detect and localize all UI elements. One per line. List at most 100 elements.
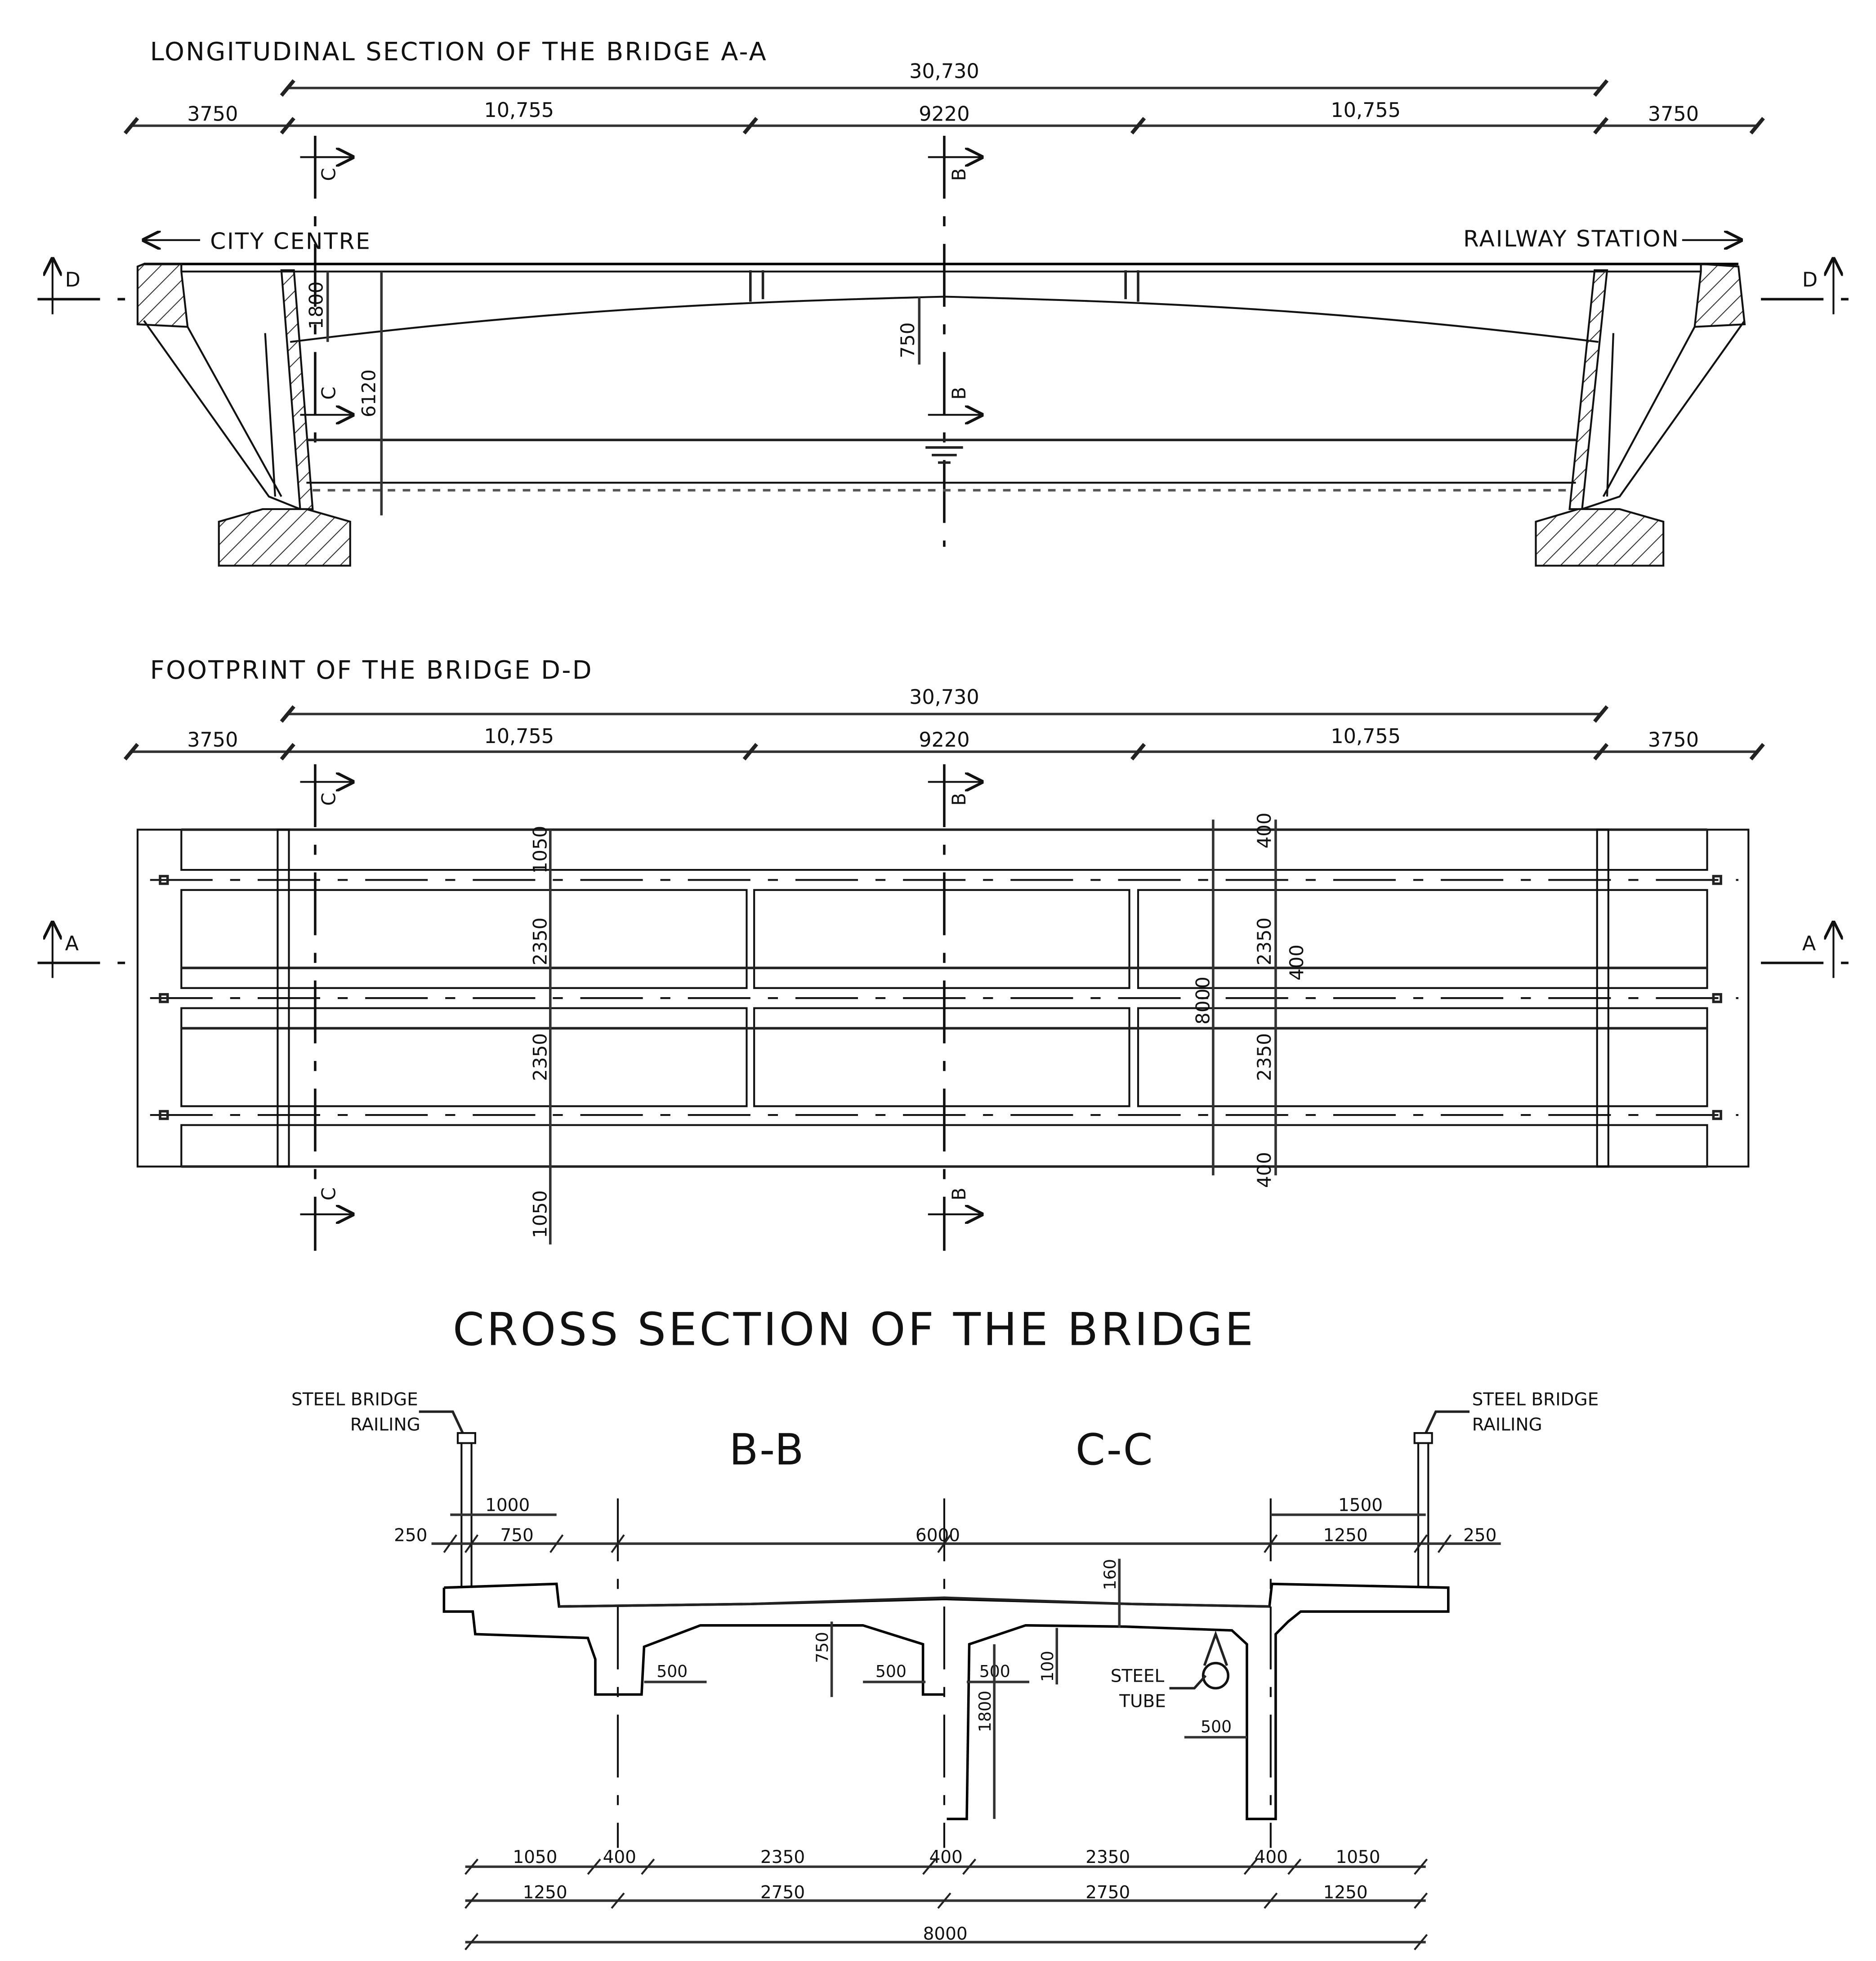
deck-surface-line [559, 1596, 1270, 1608]
cut-label-b-top: B [948, 168, 970, 181]
cross-bottom-2750-right: 2750 [1085, 1882, 1130, 1903]
foot-dim-400-mid: 400 [1286, 945, 1308, 980]
label-city-centre: CITY CENTRE [210, 228, 371, 254]
label-section-cc: C-C [1076, 1425, 1154, 1475]
cut-label-d-left: D [65, 268, 80, 291]
foot-dim-1050-bottom: 1050 [529, 1190, 551, 1238]
foundation-left [218, 508, 351, 567]
railing-right-leader [1425, 1410, 1470, 1434]
dim-span-left: 10,755 [484, 98, 554, 122]
cross-dim-250-right: 250 [1463, 1525, 1496, 1545]
foot-dim-total: 30,730 [909, 685, 979, 709]
cross-dim-ticks-top [443, 1534, 1452, 1553]
railing-left-line2: RAILING [350, 1415, 420, 1435]
dim-tick [1130, 117, 1146, 134]
dim-tick [1593, 79, 1609, 97]
railing-left-line1: STEEL BRIDGE [291, 1390, 418, 1410]
foot-cut-label-b-bottom: B [948, 1187, 970, 1200]
foot-cut-label-c-bottom: C [317, 1187, 339, 1200]
railing-left-cap [456, 1432, 476, 1444]
pier-left-hatch [280, 269, 314, 510]
cut-label-c-top: C [317, 168, 339, 181]
steel-tube-hanger [1203, 1630, 1228, 1666]
longitudinal-section: LONGITUDINAL SECTION OF THE BRIDGE A-A 3… [37, 37, 1849, 567]
dim-750: 750 [897, 322, 919, 358]
railing-right-line2: RAILING [1472, 1415, 1542, 1435]
cross-bottom-400-b: 400 [929, 1847, 963, 1867]
foot-dim-400-bottom: 400 [1253, 1152, 1275, 1188]
railing-left-leader [419, 1410, 464, 1434]
railing-right-cap [1413, 1432, 1433, 1444]
tube-leader [1169, 1674, 1207, 1690]
cross-bottom-1250-right: 1250 [1323, 1882, 1368, 1903]
cross-dim-1000: 1000 [485, 1495, 530, 1515]
bearing [159, 1110, 169, 1120]
railing-right-line1: STEEL BRIDGE [1472, 1390, 1599, 1410]
cut-label-b-bottom: B [948, 387, 970, 400]
dim-tick [1593, 705, 1609, 723]
footprint-title: FOOTPRINT OF THE BRIDGE D-D [150, 656, 593, 685]
abutment-right-top [1693, 263, 1746, 328]
foundation-right [1535, 508, 1665, 567]
tube-label-line2: TUBE [1119, 1691, 1166, 1711]
dim-tick [1749, 117, 1765, 134]
dim-tick [1749, 743, 1765, 761]
panel-bottom-mid [753, 1007, 1130, 1107]
cross-bottom-1250-left: 1250 [523, 1882, 567, 1903]
foot-dim-end-right: 3750 [1648, 728, 1699, 752]
cross-bottom-2750-left: 2750 [760, 1882, 805, 1903]
cross-section-right-half [444, 1582, 1450, 1820]
dim-tick [1130, 743, 1146, 761]
deck-joints [749, 270, 1139, 302]
strut-left [143, 320, 301, 510]
cross-dim-ticks-bottom-1 [465, 1858, 1428, 1875]
cross-dim-ticks-total [465, 1934, 1428, 1951]
dim-tick [123, 743, 139, 761]
cut-label-c-bottom: C [317, 386, 339, 399]
cross-bottom-1050-right: 1050 [1336, 1847, 1380, 1867]
strut-right [1581, 320, 1746, 510]
cross-dim-6000: 6000 [916, 1525, 960, 1545]
cross-dim-750-web: 750 [813, 1632, 832, 1663]
dim-tick [280, 79, 295, 97]
dim-tick [280, 117, 295, 134]
cross-title: CROSS SECTION OF THE BRIDGE [453, 1303, 1256, 1356]
label-railway-station: RAILWAY STATION [1463, 225, 1679, 252]
dim-1800: 1800 [305, 282, 327, 330]
cross-dim-1250-top: 1250 [1323, 1525, 1368, 1545]
cross-dim-500-b: 500 [875, 1661, 907, 1681]
cross-dim-250-left: 250 [394, 1525, 427, 1545]
bearing [159, 875, 169, 885]
footprint-plan: FOOTPRINT OF THE BRIDGE D-D 30,730 3750 … [37, 656, 1849, 1251]
cross-section: CROSS SECTION OF THE BRIDGE B-B C-C STEE… [291, 1303, 1599, 1951]
pier-right-hatch [1568, 269, 1608, 510]
foot-dim-2350-b: 2350 [529, 1033, 551, 1081]
foot-dim-400-top: 400 [1253, 813, 1275, 849]
cross-beam-left [277, 828, 290, 1168]
dim-tick [280, 705, 295, 723]
cross-bottom-400-c: 400 [1255, 1847, 1288, 1867]
foot-dim-2350-c: 2350 [1253, 918, 1275, 966]
steel-tube-icon [1202, 1661, 1230, 1690]
foot-dim-span-mid: 9220 [919, 728, 969, 752]
panel-top-right [1137, 889, 1708, 989]
cross-bottom-2350-left: 2350 [760, 1847, 805, 1867]
dim-tick [1593, 117, 1609, 134]
foot-cut-label-c-top: C [317, 792, 339, 806]
cross-dim-160: 160 [1100, 1559, 1120, 1590]
cross-dim-100: 100 [1038, 1651, 1057, 1682]
dim-6120: 6120 [357, 369, 380, 417]
cut-label-a-right: A [1802, 932, 1816, 955]
foot-dim-span-right: 10,755 [1331, 725, 1401, 748]
cross-beam-right [1596, 828, 1609, 1168]
foot-dim-8000: 8000 [1192, 976, 1214, 1025]
cut-label-a-left: A [65, 932, 79, 955]
foot-dim-1050-top: 1050 [529, 826, 551, 874]
foot-dim-2350-a: 2350 [529, 918, 551, 966]
dim-tick [280, 743, 295, 761]
longitudinal-title: LONGITUDINAL SECTION OF THE BRIDGE A-A [150, 37, 768, 67]
dim-tick [742, 117, 758, 134]
dim-end-right: 3750 [1648, 102, 1699, 125]
foot-dim-end-left: 3750 [187, 728, 238, 752]
